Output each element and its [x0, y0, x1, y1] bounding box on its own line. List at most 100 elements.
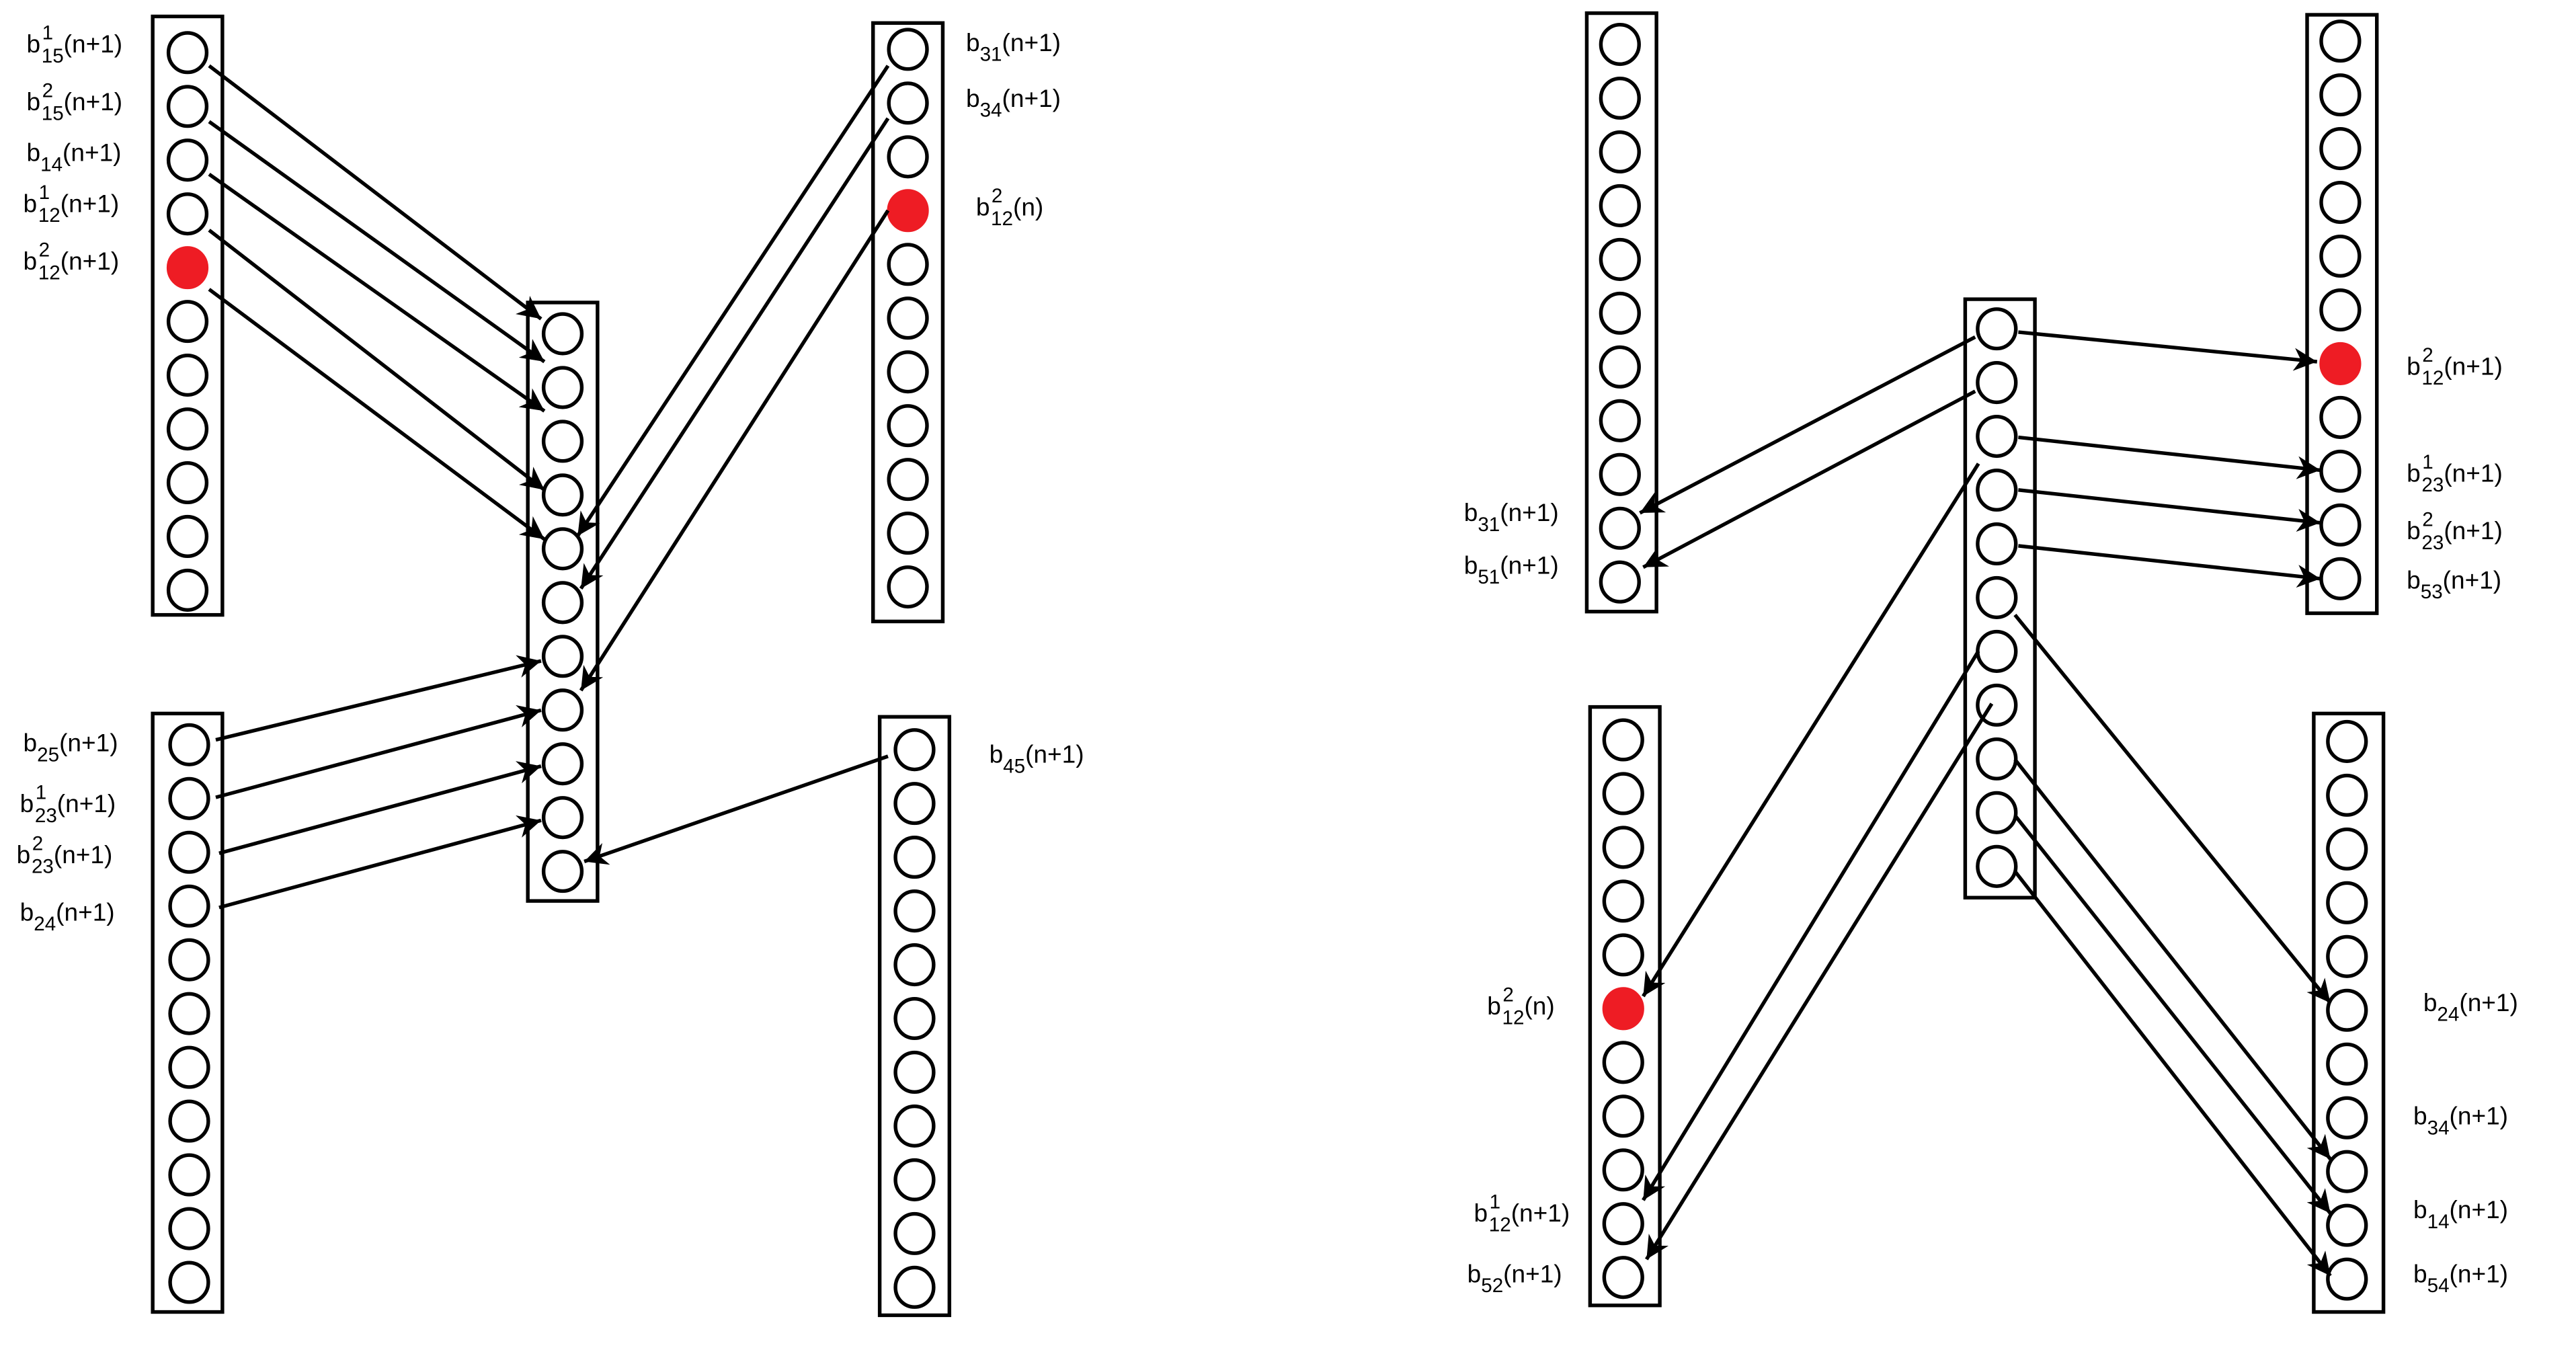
buffer-node: [1599, 237, 1641, 281]
buffer-node: [541, 527, 584, 571]
label-base: b: [966, 85, 980, 112]
label-base: b: [20, 899, 34, 926]
label-base: b: [990, 741, 1004, 768]
buffer-node: [166, 300, 209, 344]
connection-arrow: [218, 761, 542, 855]
connection-arrow: [2018, 330, 2318, 371]
connection-arrow: [583, 754, 889, 865]
label-argument: (n+1): [2450, 1261, 2508, 1288]
label-right-b54: b54(n+1): [2413, 1261, 2508, 1297]
buffer-node: [2319, 557, 2362, 600]
label-superscript: 2: [39, 239, 50, 262]
label-base: b: [2407, 460, 2421, 487]
buffer-node: [1599, 130, 1641, 174]
buffer-node: [1602, 879, 1644, 923]
buffer-node: [887, 81, 929, 125]
buffer-node: [2326, 881, 2368, 924]
buffer-column-l3: [871, 21, 945, 624]
label-left-b14: b14(n+1): [27, 139, 122, 175]
label-argument: (n): [1013, 194, 1043, 221]
label-subscript: 31: [980, 44, 1002, 66]
buffer-node: [893, 1265, 936, 1309]
label-base: b: [24, 729, 38, 757]
buffer-node: [893, 1158, 936, 1201]
connection-arrow: [2013, 758, 2332, 1160]
buffer-node: [168, 1207, 210, 1250]
buffer-node: [1976, 522, 2018, 566]
label-base: b: [2407, 567, 2421, 594]
label-subscript: 15: [42, 103, 64, 125]
column-frame: [877, 715, 952, 1318]
buffer-columns: [151, 11, 2386, 1318]
buffer-node: [168, 1045, 210, 1089]
column-frame: [2305, 13, 2379, 615]
buffer-node: [541, 796, 584, 840]
buffer-node: [1602, 1202, 1644, 1246]
buffer-node: [893, 1211, 936, 1255]
buffer-node: [1976, 683, 2018, 727]
label-subscript: 31: [1478, 514, 1500, 536]
label-argument: (n+1): [1002, 29, 1061, 56]
buffer-node: [887, 565, 929, 609]
label-subscript: 12: [38, 204, 61, 227]
connection-arrow: [218, 815, 542, 910]
label-base: b: [24, 247, 38, 275]
buffer-node: [1602, 772, 1644, 815]
buffer-node: [168, 1153, 210, 1197]
label-subscript: 14: [40, 153, 63, 175]
label-base: b: [2413, 1103, 2427, 1130]
label-subscript: 34: [980, 99, 1002, 122]
column-frame: [151, 711, 225, 1314]
label-base: b: [2413, 1196, 2427, 1224]
label-left-b25: b25(n+1): [24, 729, 118, 766]
buffer-node: [1976, 307, 2018, 351]
label-superscript: 1: [1490, 1191, 1500, 1213]
label-base: b: [2413, 1261, 2427, 1288]
buffer-node: [887, 243, 929, 286]
buffer-node: [1599, 291, 1641, 335]
buffer-node: [2319, 234, 2362, 278]
buffer-node: [541, 420, 584, 463]
buffer-node: [1976, 415, 2018, 458]
buffer-column-r3: [2305, 13, 2379, 615]
label-base: b: [1487, 992, 1501, 1020]
buffer-node: [2326, 827, 2368, 871]
label-argument: (n+1): [2444, 517, 2502, 545]
label-superscript: 2: [32, 832, 43, 854]
buffer-column-l4: [151, 711, 225, 1314]
buffer-node: [168, 830, 210, 874]
buffer-node: [893, 782, 936, 826]
column-frame: [871, 21, 945, 624]
label-subscript: 23: [2421, 532, 2444, 554]
buffer-node: [168, 776, 210, 820]
buffer-node: [893, 1050, 936, 1094]
buffer-node: [1599, 560, 1641, 604]
connection-arrow: [1645, 703, 1994, 1261]
buffer-node: [893, 1104, 936, 1148]
connection-arrow: [1642, 650, 1980, 1201]
connection-arrow: [208, 120, 546, 364]
buffer-column-r4: [1588, 705, 1662, 1308]
buffer-node: [1976, 737, 2018, 781]
label-left-b31: b31(n+1): [966, 29, 1061, 65]
buffer-node: [166, 568, 209, 612]
label-right-b24: b24(n+1): [2423, 989, 2518, 1025]
label-subscript: 12: [38, 262, 61, 284]
column-frame: [526, 301, 600, 903]
label-base: b: [1467, 1261, 1482, 1288]
connection-arrow: [2013, 870, 2332, 1277]
label-argument: (n+1): [59, 729, 118, 757]
label-left-b24: b24(n+1): [20, 899, 115, 935]
label-argument: (n+1): [54, 841, 112, 869]
buffer-node: [2326, 1096, 2368, 1140]
label-left-b45: b45(n+1): [990, 741, 1084, 777]
